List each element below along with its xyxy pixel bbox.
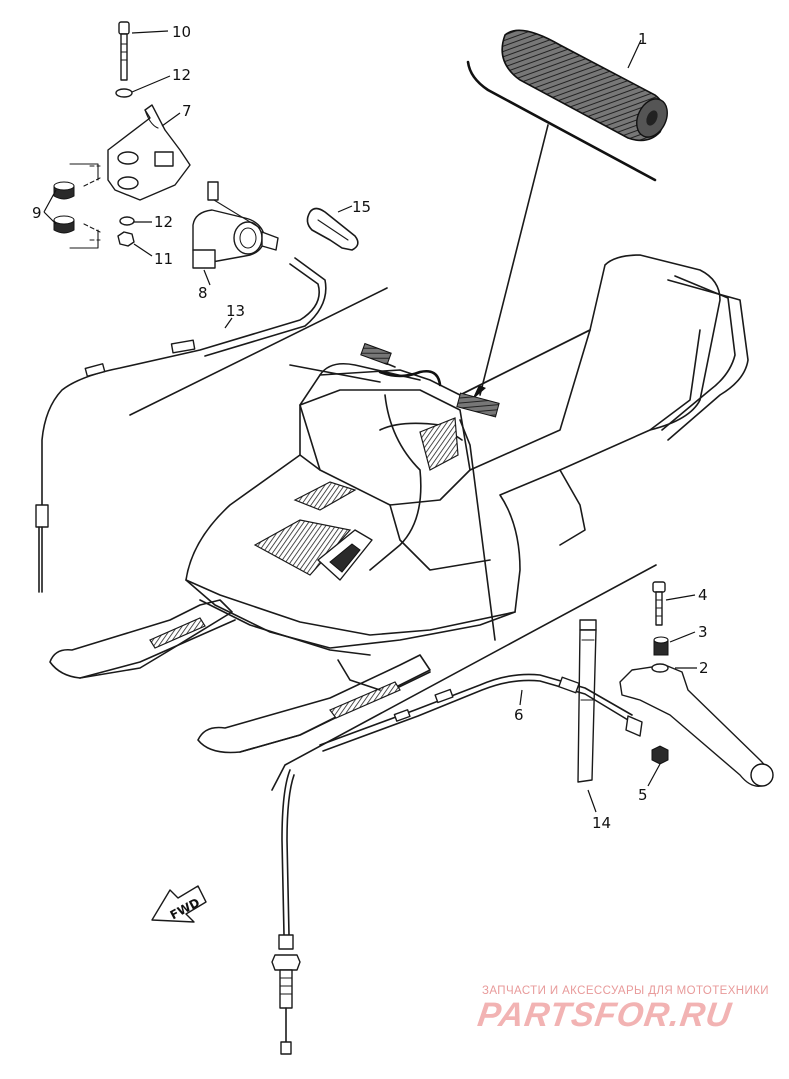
throttle-bolt [118,21,130,81]
nut-5 [651,745,669,765]
collar-3 [653,636,669,656]
leader-1 [627,39,642,69]
leader-14 [587,789,597,813]
snowmobile-body [185,254,749,656]
dash-vent-panels [253,417,459,581]
callout-12-top: 12 [172,66,191,84]
callout-14: 14 [592,814,611,832]
leader-10 [131,30,169,34]
leader-4 [665,594,696,601]
handle-grip [501,29,668,142]
leader-15 [337,205,353,213]
grip-leader-arrowhead [472,385,486,400]
callout-4: 4 [698,586,708,604]
callout-2: 2 [699,659,709,677]
leader-11 [133,243,153,257]
throttle-housing-7 [107,104,191,201]
rubber-mounts-9 [53,181,75,234]
washer-12-top [115,88,133,98]
callout-3: 3 [698,623,708,641]
callout-10: 10 [172,23,191,41]
watermark-logo: PARTSFOR.RU [475,996,735,1034]
inset-frame-top [129,287,388,416]
callout-5: 5 [638,786,648,804]
leader-9 [43,189,57,225]
brake-lever-2 [619,663,774,787]
callout-13: 13 [226,302,245,320]
washer-12-lower [119,216,135,226]
callout-12-lower: 12 [154,213,173,231]
skis [49,599,431,754]
grip-leader-arrow [479,124,549,396]
grip-bracket-line [466,60,657,182]
bolt-4 [652,581,666,626]
throttle-cable-13 [35,257,327,593]
brake-cable-6 [271,673,643,1055]
callout-15: 15 [352,198,371,216]
leader-3 [669,631,696,643]
leader-12-top [131,75,171,93]
handlebar-assembly [289,342,500,641]
inset-frame-bottom [271,564,657,791]
leader-5 [647,763,661,787]
callout-1: 1 [638,30,648,48]
nut-11 [117,231,135,247]
callout-6: 6 [514,706,524,724]
strap-14 [577,619,597,783]
leader-6 [519,689,523,706]
leader-7 [161,112,181,127]
mount-bracket-lines [69,163,99,249]
callout-11: 11 [154,250,173,268]
throttle-clamp-8 [192,181,279,269]
watermark-tagline: ЗАПЧАСТИ И АКСЕССУАРЫ ДЛЯ МОТОТЕХНИКИ [482,985,769,997]
spring-15 [306,207,359,251]
mount-dash-lines [83,165,101,241]
fwd-arrow: FWD [151,885,207,923]
callout-9: 9 [32,204,42,222]
callout-8: 8 [198,284,208,302]
leader-8 [203,269,211,286]
callout-7: 7 [182,102,192,120]
leader-13 [224,317,233,329]
